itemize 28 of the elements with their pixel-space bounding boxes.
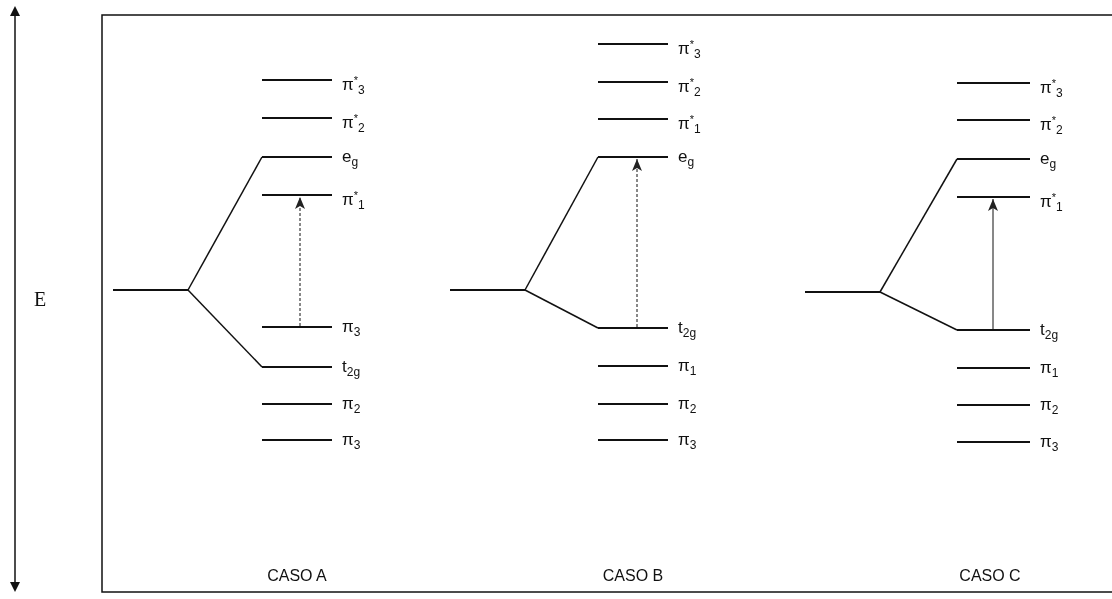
energy-label: E <box>33 288 47 311</box>
level-label: π$_{3}$ <box>342 317 361 341</box>
level-label: π$_{1}$ <box>1040 358 1059 382</box>
case-label: CASO A <box>267 567 327 586</box>
correlation-line <box>187 289 263 368</box>
transition-arrow <box>632 158 642 328</box>
level-label: t$_{2g}$ <box>678 318 697 342</box>
level-label: π$_{2}$ <box>342 394 361 418</box>
level-label: π$_{3}$ <box>1040 432 1059 456</box>
level-label: e$_{g}$ <box>678 147 695 171</box>
level-label: π$_{2}$ <box>678 394 697 418</box>
level-label: π$_{3}$ <box>678 430 697 454</box>
case-label: CASO C <box>959 567 1021 586</box>
correlation-line <box>524 156 599 291</box>
transition-arrow <box>988 198 998 330</box>
level-label: π$_{3}$ <box>342 430 361 454</box>
level-label: t$_{2g}$ <box>1040 320 1059 344</box>
case-label: CASO B <box>602 567 664 586</box>
correlation-line <box>524 289 599 329</box>
level-label: e$_{g}$ <box>1040 149 1057 173</box>
level-label: t$_{2g}$ <box>342 357 361 381</box>
level-label: π$_{2}$ <box>1040 395 1059 419</box>
correlation-line <box>879 291 958 331</box>
level-label: π$_{1}$ <box>678 356 697 380</box>
transition-arrow <box>295 196 305 327</box>
correlation-line <box>187 156 263 291</box>
level-label: e$_{g}$ <box>342 147 359 171</box>
correlation-line <box>879 158 958 293</box>
